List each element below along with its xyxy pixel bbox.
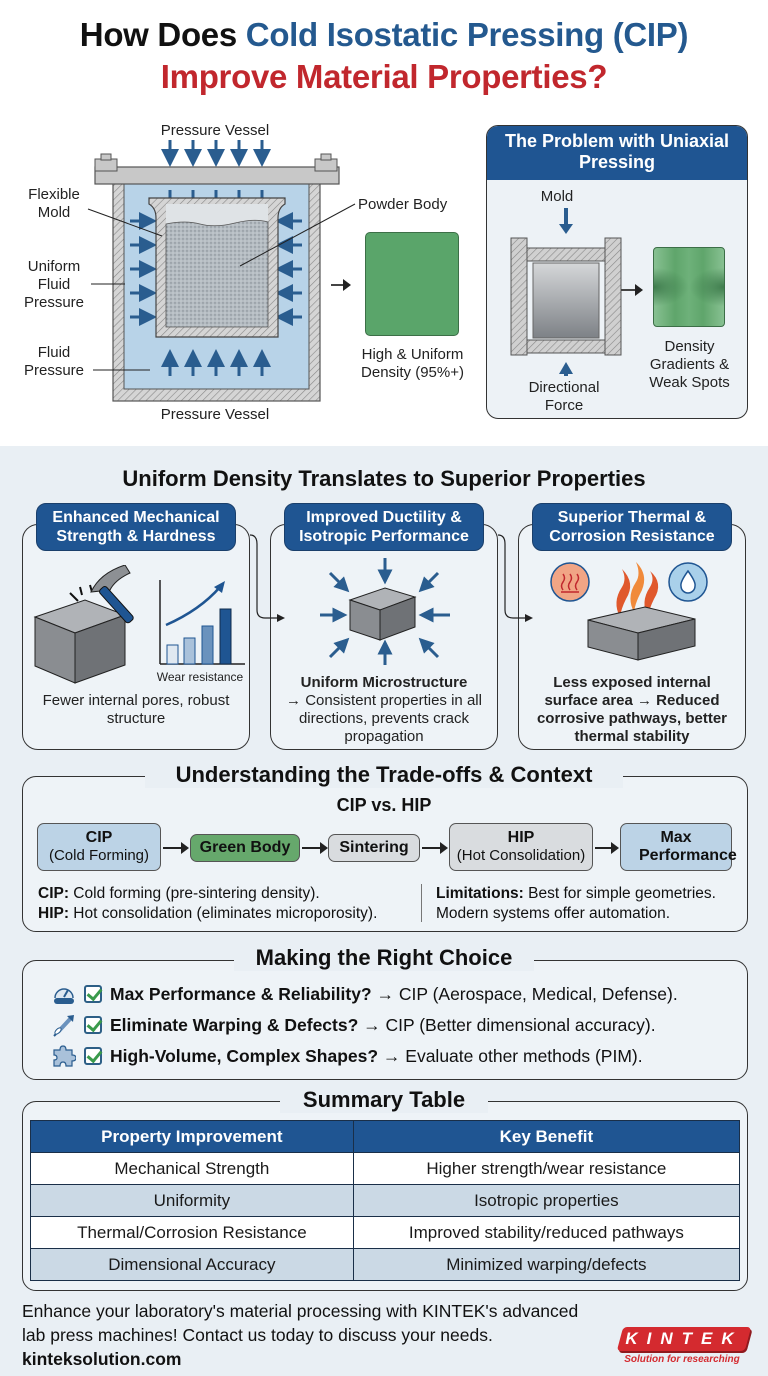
website-link[interactable]: kinteksolution.com: [22, 1349, 182, 1369]
label-density-gradients: Density Gradients & Weak Spots: [649, 338, 730, 391]
card-text-thermal: Less exposed internal surface area → Red…: [536, 674, 728, 745]
label-high-uniform-density: High & Uniform Density (95%+): [361, 346, 464, 381]
label-mold: Mold: [540, 188, 574, 205]
chart-label-wear-resistance: Wear resistance: [156, 670, 244, 684]
flow-step-green-body: Green Body: [190, 834, 300, 862]
label-powder-body: Powder Body: [358, 196, 448, 213]
section-heading-summary: Summary Table: [280, 1087, 488, 1113]
pressure-vessel-illustration: [94, 140, 340, 402]
footer-cta: Enhance your laboratory's material proce…: [22, 1301, 579, 1369]
label-flexible-mold: Flexible Mold: [28, 186, 80, 221]
uniaxial-panel-title: The Problem with Uniaxial Pressing: [487, 126, 747, 180]
label-pressure-vessel-top: Pressure Vessel: [160, 122, 270, 139]
gradient-density-block: [653, 247, 725, 327]
uniaxial-mold-illustration: [510, 208, 622, 376]
hammer-cube-wear-chart-icon: [33, 565, 245, 684]
choice-item: Eliminate Warping & Defects? → CIP (Bett…: [52, 1013, 656, 1037]
kintek-logo: KINTEK: [616, 1327, 752, 1351]
choice-item: High-Volume, Complex Shapes? → Evaluate …: [52, 1044, 643, 1068]
flow-arrow: [163, 842, 189, 854]
label-pressure-vessel-bottom: Pressure Vessel: [160, 406, 270, 423]
divider: [421, 884, 422, 922]
tradeoffs-notes-left: CIP: Cold forming (pre-sintering density…: [38, 885, 378, 922]
table-header-row: Property Improvement Key Benefit: [30, 1120, 741, 1153]
card-title-thermal: Superior Thermal & Corrosion Resistance: [532, 503, 732, 551]
flow-step-max-performance: Max Performance: [620, 823, 737, 871]
puzzle-icon: [53, 1045, 76, 1067]
flow-step-sintering: Sintering: [328, 834, 420, 862]
summary-table: Property Improvement Key Benefit Mechani…: [30, 1120, 741, 1281]
label-uniform-fluid-pressure: Uniform Fluid Pressure: [23, 258, 85, 311]
checkbox-icon: [84, 1047, 102, 1065]
thermal-corrosion-icon: [550, 562, 708, 661]
pin-icon: [53, 1015, 74, 1037]
label-fluid-pressure: Fluid Pressure: [23, 344, 85, 379]
checkbox-icon: [84, 985, 102, 1003]
section-heading-properties: Uniform Density Translates to Superior P…: [122, 466, 646, 491]
flow-arrow: [302, 842, 328, 854]
choice-item: Max Performance & Reliability? → CIP (Ae…: [52, 982, 678, 1006]
flow-arrow: [422, 842, 448, 854]
uniaxial-panel: The Problem with Uniaxial Pressing Mold …: [486, 125, 748, 419]
card-title-ductility: Improved Ductility & Isotropic Performan…: [284, 503, 484, 551]
label-directional-force: Directional Force: [528, 379, 600, 414]
choice-panel: [22, 960, 748, 1080]
section-heading-tradeoffs: Understanding the Trade-offs & Context: [145, 762, 623, 788]
column-header: Property Improvement: [30, 1120, 354, 1153]
flow-arrow: [595, 842, 619, 854]
flow-step-cip: CIP (Cold Forming): [37, 823, 161, 871]
column-header: Key Benefit: [352, 1120, 741, 1153]
card-text-ductility: → Consistent properties in all direction…: [286, 692, 482, 745]
isotropic-cube-arrows-icon: [320, 558, 450, 665]
subheading-cip-vs-hip: CIP vs. HIP: [336, 795, 432, 815]
card-text-mechanical: Fewer internal pores, robust structure: [42, 692, 230, 727]
card-connector-arrows: [249, 534, 533, 622]
checkbox-icon: [84, 1016, 102, 1034]
page-title: How Does Cold Isostatic Pressing (CIP) I…: [79, 16, 689, 95]
uniform-density-block: [365, 232, 459, 336]
arrow-right-icon: [331, 279, 351, 291]
card-title-mechanical: Enhanced Mechanical Strength & Hardness: [36, 503, 236, 551]
arrow-right-icon: [621, 284, 643, 296]
card-bold-text-ductility: Uniform Microstructure: [300, 674, 468, 691]
tradeoffs-notes-right: Limitations: Best for simple geometries.…: [436, 885, 716, 922]
logo-tagline: Solution for researching: [624, 1354, 740, 1365]
leader-lines: [87, 203, 356, 371]
flow-step-hip: HIP (Hot Consolidation): [449, 823, 593, 871]
section-heading-choice: Making the Right Choice: [234, 945, 534, 971]
gauge-icon: [54, 988, 74, 1004]
